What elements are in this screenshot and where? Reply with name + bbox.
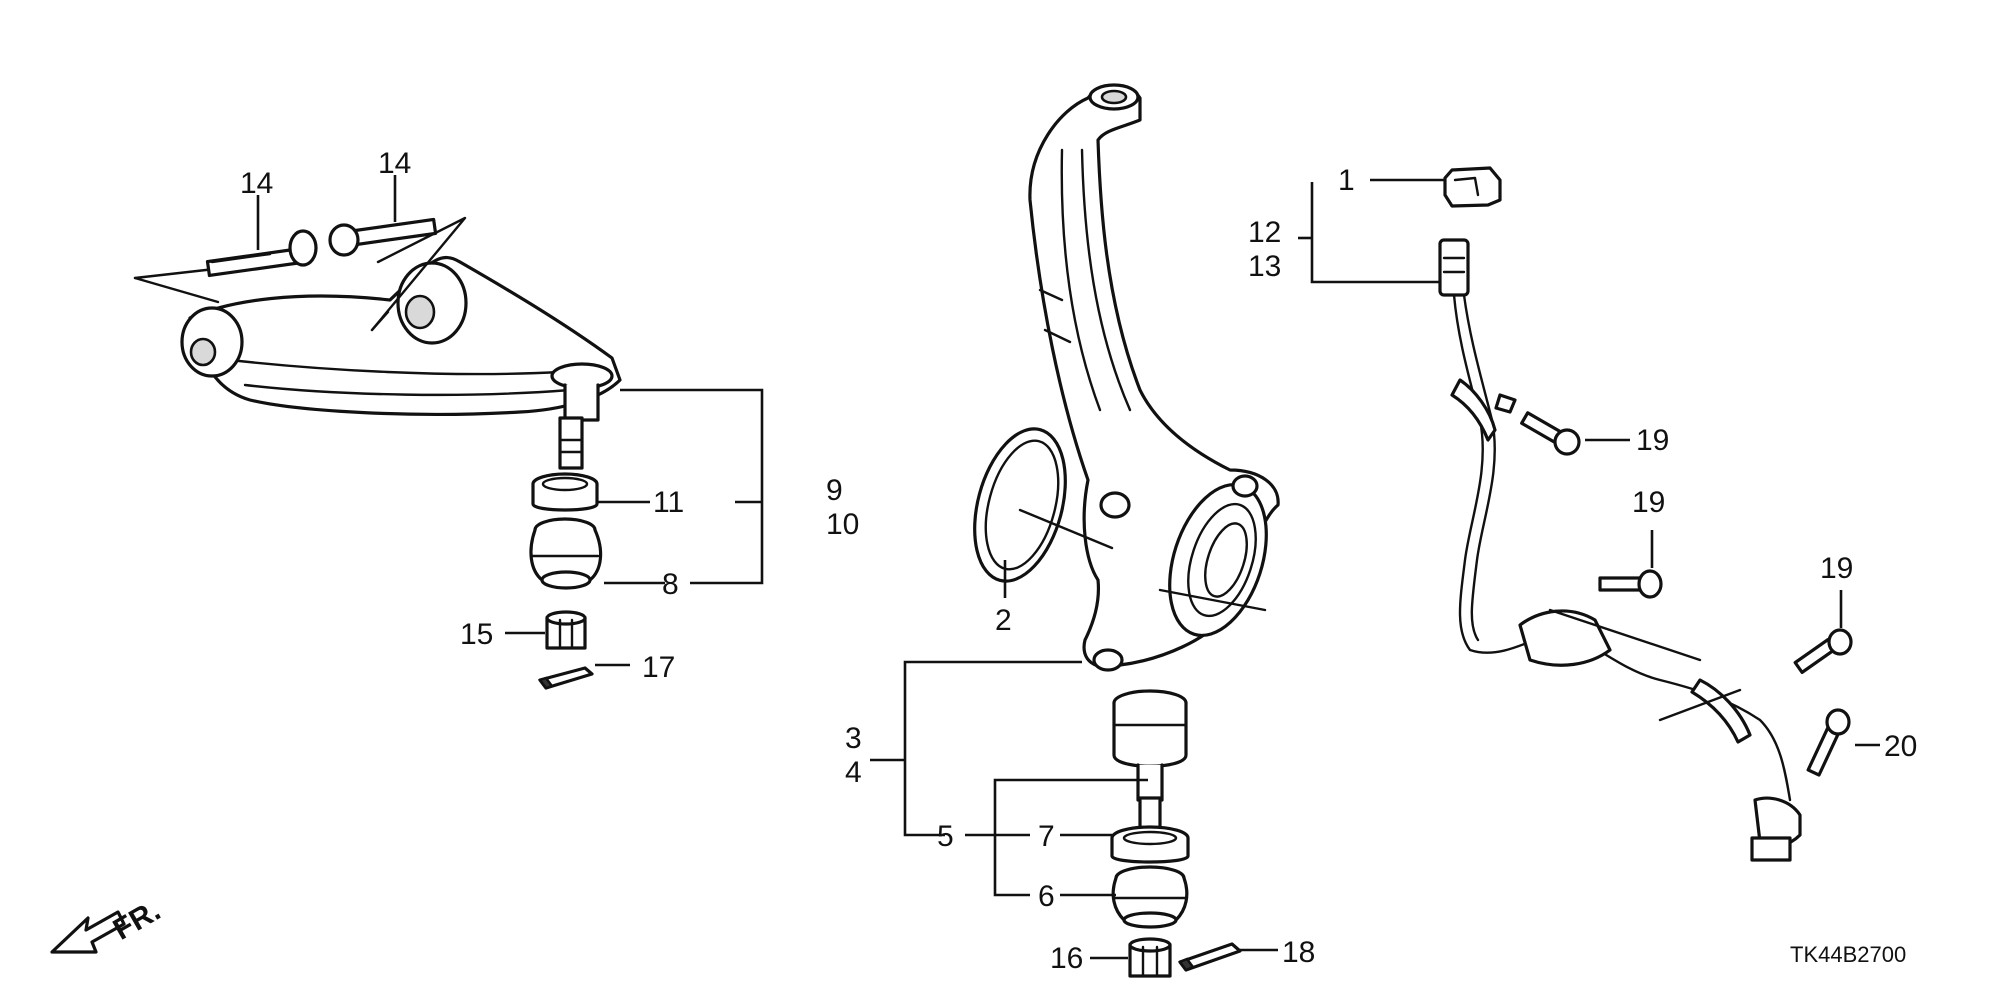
bracket-9-10 [620, 388, 764, 585]
diagram-code: TK44B2700 [1790, 942, 1906, 967]
callout-16: 16 [1050, 942, 1083, 975]
callout-12: 12 [1248, 216, 1281, 249]
bolt-19-lower [1793, 590, 1853, 674]
part-17-cotter-pin [538, 666, 594, 690]
callout-17: 17 [642, 651, 675, 684]
callout-8: 8 [662, 568, 679, 601]
part-15-castle-nut [545, 610, 587, 650]
part-16-castle-nut [1128, 937, 1172, 978]
callout-19-upper: 19 [1636, 424, 1669, 457]
callout-4: 4 [845, 756, 862, 789]
callout-10: 10 [826, 508, 859, 541]
part-6-ball-joint-boot [1111, 865, 1189, 929]
callout-20: 20 [1884, 730, 1917, 763]
bolt-14-right [328, 175, 438, 257]
callout-3: 3 [845, 722, 862, 755]
callout-18: 18 [1282, 936, 1315, 969]
callout-9: 9 [826, 474, 843, 507]
callout-2: 2 [995, 604, 1012, 637]
wheel-sensor-harness [1438, 238, 1802, 862]
callout-14-left: 14 [240, 167, 273, 200]
part-11-boot-clip [531, 472, 599, 512]
bolt-19-upper [1520, 411, 1581, 456]
callout-15: 15 [460, 618, 493, 651]
part-2-dust-seal [973, 427, 1114, 598]
steering-knuckle [1028, 83, 1280, 672]
lower-ball-joint [1112, 689, 1188, 830]
callout-5: 5 [937, 820, 954, 853]
callout-19-middle: 19 [1632, 486, 1665, 519]
bolt-20 [1806, 708, 1851, 777]
callout-11: 11 [653, 486, 684, 519]
part-18-cotter-pin [1178, 942, 1242, 972]
part-1-clip [1443, 166, 1502, 208]
part-8-ball-joint-boot [529, 517, 603, 590]
bolt-14-left [205, 195, 318, 278]
part-7-boot-clip [1110, 825, 1190, 864]
callout-14-right: 14 [378, 147, 411, 180]
front-direction-label: FR. [108, 894, 166, 947]
callout-19-lower: 19 [1820, 552, 1853, 585]
bolt-19-middle [1598, 530, 1663, 599]
callout-7: 7 [1038, 820, 1055, 853]
front-direction-arrow-icon [50, 910, 126, 954]
callout-13: 13 [1248, 250, 1281, 283]
callout-1: 1 [1338, 164, 1355, 197]
upper-control-arm [133, 216, 622, 470]
callout-6: 6 [1038, 880, 1055, 913]
